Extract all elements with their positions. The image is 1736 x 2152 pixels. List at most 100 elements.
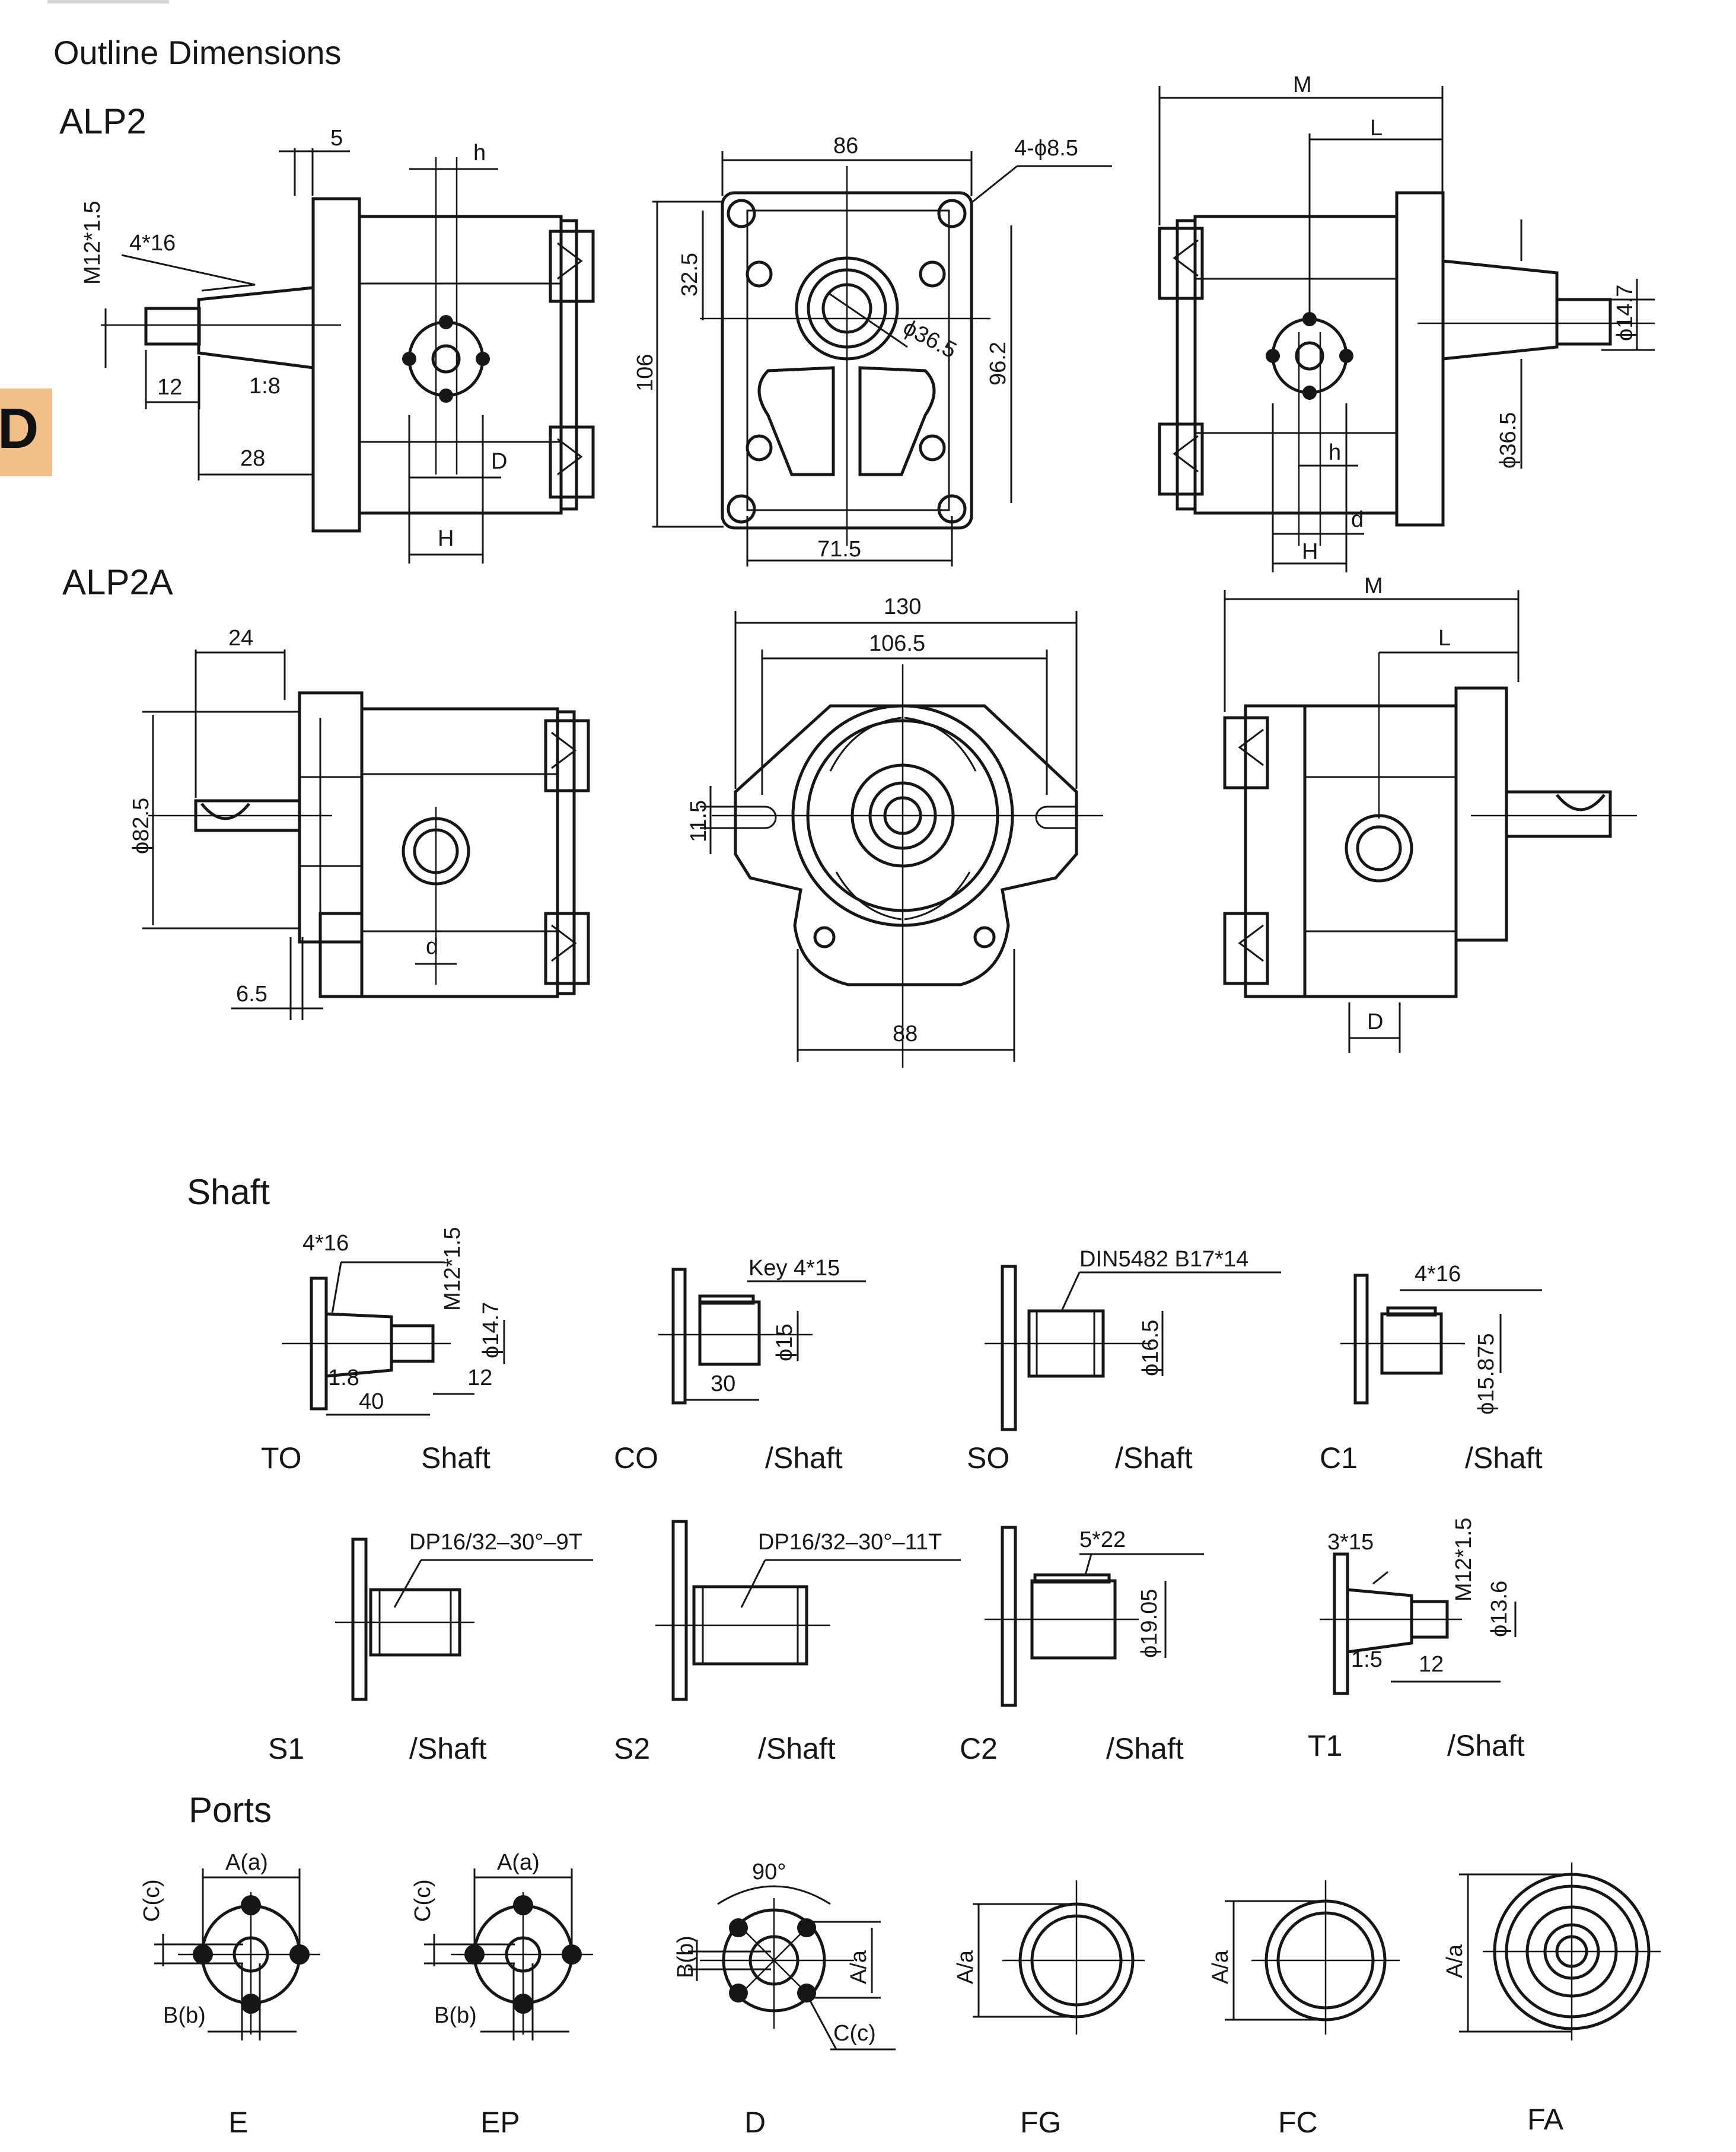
alp2-rear-dim-L: L bbox=[1370, 116, 1383, 141]
shaft-c2-note-1: 5*22 bbox=[1079, 1527, 1126, 1552]
shaft-to-note-3: ϕ14.7 bbox=[479, 1302, 504, 1358]
shaft-t1-code: T1 bbox=[1308, 1729, 1342, 1762]
alp2a-front-view: 130 106.5 11.5 88 bbox=[686, 594, 1103, 1068]
shaft-co: Key 4*15 ϕ15 30 CO /Shaft bbox=[614, 1256, 866, 1475]
shaft-t1-note-4: 1:5 bbox=[1351, 1647, 1383, 1672]
shaft-title: Shaft bbox=[187, 1172, 270, 1212]
alp2-dim-12: 12 bbox=[157, 375, 182, 400]
shaft-to-note-4: 1:8 bbox=[328, 1365, 359, 1390]
port-fg-code: FG bbox=[1020, 2106, 1061, 2139]
alp2a-dim-6-5: 6.5 bbox=[236, 982, 267, 1007]
alp2-title: ALP2 bbox=[59, 101, 146, 141]
shaft-c1-suffix: /Shaft bbox=[1465, 1441, 1543, 1475]
shaft-co-note-2: ϕ15 bbox=[772, 1323, 797, 1361]
alp2a-dim-88: 88 bbox=[893, 1021, 918, 1046]
port-d-label-c: C(c) bbox=[833, 2021, 876, 2046]
port-ep-code: EP bbox=[480, 2106, 520, 2139]
port-d-code: D bbox=[744, 2106, 766, 2139]
shaft-so-suffix: /Shaft bbox=[1115, 1441, 1193, 1475]
alp2a-dim-d: d bbox=[426, 934, 438, 959]
port-fc-label-a: A/a bbox=[1208, 1950, 1233, 1984]
port-e-label-b: B(b) bbox=[163, 2003, 206, 2028]
alp2a-dim-130: 130 bbox=[884, 594, 921, 619]
port-d: 90° B(b) A/a C(c) D bbox=[673, 1860, 896, 2139]
shaft-to-note-1: 4*16 bbox=[302, 1231, 349, 1256]
alp2-dim-m12: M12*1.5 bbox=[80, 200, 105, 285]
shaft-c2: 5*22 ϕ19.05 C2 /Shaft bbox=[960, 1526, 1204, 1765]
shaft-c1-note-2: ϕ15.875 bbox=[1474, 1333, 1499, 1415]
alp2-dim-86: 86 bbox=[833, 133, 858, 158]
port-e-label-a: A(a) bbox=[225, 1850, 268, 1875]
shaft-to-note-6: 12 bbox=[467, 1365, 492, 1390]
shaft-c1: 4*16 ϕ15.875 C1 /Shaft bbox=[1320, 1262, 1543, 1475]
shaft-s1-code: S1 bbox=[268, 1732, 304, 1765]
port-fc: A/a FC bbox=[1208, 1880, 1400, 2139]
port-fg: A/a FG bbox=[953, 1880, 1145, 2139]
shaft-c1-code: C1 bbox=[1320, 1441, 1358, 1475]
alp2a-dim-82-5: ϕ82.5 bbox=[129, 798, 154, 854]
alp2-dim-106: 106 bbox=[633, 354, 658, 391]
shaft-s2-suffix: /Shaft bbox=[758, 1732, 836, 1765]
shaft-c2-suffix: /Shaft bbox=[1106, 1732, 1184, 1765]
port-fa-label-a: A/a bbox=[1442, 1944, 1467, 1978]
alp2a-dim-24: 24 bbox=[228, 626, 253, 651]
alp2-side-view: 5 h M12*1.5 4*16 1:8 12 28 D H bbox=[80, 126, 595, 564]
shaft-to: 4*16 M12*1.5 ϕ14.7 1:8 40 12 TO Shaft bbox=[261, 1227, 505, 1475]
top-decor-bar bbox=[47, 0, 169, 4]
alp2a-side-view: 24 ϕ82.5 d 6.5 bbox=[129, 626, 590, 1020]
section-tab: D bbox=[0, 389, 52, 476]
alp2-rear-dim-36-5: ϕ36.5 bbox=[1496, 412, 1521, 469]
alp2-dim-taper: 1:8 bbox=[249, 374, 281, 399]
shaft-c2-code: C2 bbox=[960, 1732, 998, 1765]
shaft-s1-suffix: /Shaft bbox=[409, 1732, 487, 1765]
shaft-s2-note-1: DP16/32–30°–11T bbox=[758, 1530, 942, 1555]
alp2a-rear-view: M L D bbox=[1223, 574, 1637, 1053]
shaft-t1-note-5: 12 bbox=[1419, 1652, 1444, 1677]
alp2-rear-dim-d: d bbox=[1351, 507, 1364, 532]
alp2-dim-71-5: 71.5 bbox=[817, 537, 861, 562]
shaft-to-suffix: Shaft bbox=[421, 1441, 490, 1475]
alp2-dim-28: 28 bbox=[240, 446, 265, 471]
shaft-co-note-1: Key 4*15 bbox=[748, 1256, 840, 1281]
alp2-dim-96-2: 96.2 bbox=[986, 342, 1011, 386]
alp2a-rear-dim-M: M bbox=[1364, 574, 1383, 599]
section-tab-label: D bbox=[0, 397, 39, 460]
shaft-co-note-3: 30 bbox=[711, 1371, 735, 1396]
shaft-to-note-5: 40 bbox=[359, 1389, 384, 1414]
shaft-so: DIN5482 B17*14 ϕ16.5 SO /Shaft bbox=[967, 1247, 1281, 1475]
alp2a-dim-106-5: 106.5 bbox=[869, 631, 925, 656]
shaft-s1: DP16/32–30°–9T S1 /Shaft bbox=[268, 1530, 593, 1765]
port-fg-label-a: A/a bbox=[953, 1950, 978, 1984]
shaft-co-code: CO bbox=[614, 1441, 658, 1475]
alp2-front-view: 86 4-ϕ8.5 106 32.5 ϕ36.5 96.2 71.5 bbox=[633, 133, 1112, 566]
port-ep: A(a) C(c) B(b) EP bbox=[410, 1850, 593, 2139]
shaft-so-note-2: ϕ16.5 bbox=[1138, 1320, 1163, 1376]
alp2-rear-view: M L ϕ14.7 ϕ36.5 h d H bbox=[1158, 72, 1655, 572]
shaft-s2: DP16/32–30°–11T S2 /Shaft bbox=[614, 1520, 961, 1765]
alp2a-rear-dim-L: L bbox=[1438, 626, 1451, 651]
port-d-label-angle: 90° bbox=[752, 1860, 786, 1884]
shaft-t1-note-2: M12*1.5 bbox=[1451, 1517, 1476, 1602]
port-d-label-b: B(b) bbox=[673, 1935, 698, 1978]
shaft-t1-note-3: ϕ13.6 bbox=[1487, 1581, 1512, 1637]
alp2-rear-dim-M: M bbox=[1293, 72, 1312, 97]
alp2-dim-H: H bbox=[438, 526, 454, 551]
alp2a-dim-11-5: 11.5 bbox=[686, 800, 711, 842]
alp2-rear-dim-h: h bbox=[1329, 440, 1341, 465]
shaft-t1: 3*15 M12*1.5 ϕ13.6 1:5 12 T1 /Shaft bbox=[1308, 1517, 1525, 1762]
alp2-rear-dim-14-7: ϕ14.7 bbox=[1613, 285, 1638, 341]
alp2-dim-36-5: ϕ36.5 bbox=[899, 315, 961, 364]
shaft-t1-suffix: /Shaft bbox=[1447, 1729, 1525, 1762]
port-ep-label-a: A(a) bbox=[497, 1850, 540, 1875]
alp2-dim-h: h bbox=[473, 141, 486, 165]
shaft-s1-note-1: DP16/32–30°–9T bbox=[409, 1530, 582, 1555]
shaft-t1-note-1: 3*15 bbox=[1327, 1530, 1374, 1555]
alp2-dim-holes: 4-ϕ8.5 bbox=[1014, 136, 1078, 161]
shaft-to-note-2: M12*1.5 bbox=[440, 1227, 465, 1311]
alp2-dim-416: 4*16 bbox=[129, 231, 176, 256]
port-ep-label-c: C(c) bbox=[410, 1879, 435, 1922]
shaft-to-code: TO bbox=[261, 1441, 302, 1475]
shaft-c1-note-1: 4*16 bbox=[1415, 1262, 1461, 1287]
alp2-dim-D: D bbox=[491, 449, 507, 474]
port-e-label-c: C(c) bbox=[139, 1879, 164, 1922]
